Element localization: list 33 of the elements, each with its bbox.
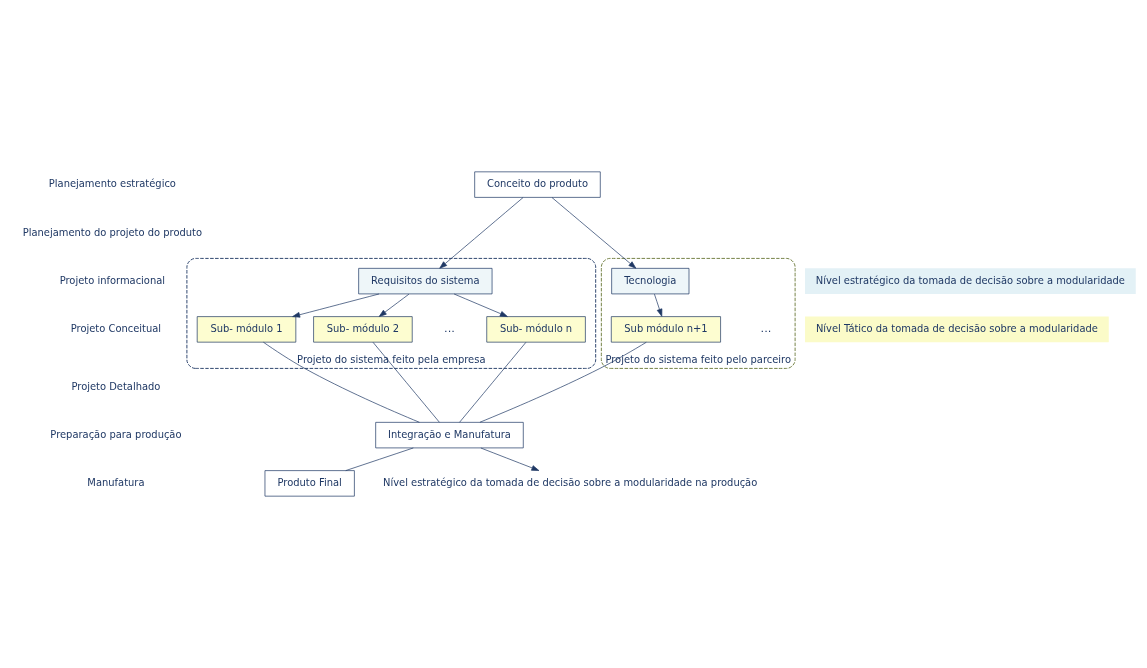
connector: [459, 341, 527, 423]
node-box: Conceito do produto: [474, 171, 601, 198]
label: Planejamento estratégico: [48, 178, 176, 190]
connector: [479, 341, 647, 423]
label: ...: [444, 321, 455, 336]
label: Preparação para produção: [50, 428, 182, 440]
node-box: Sub- módulo n: [486, 316, 586, 343]
node-box: Sub- módulo 2: [313, 316, 413, 343]
arrow: [292, 293, 380, 318]
label: Planejamento do projeto do produto: [22, 226, 203, 238]
node-box: Sub- módulo 1: [196, 316, 297, 343]
connector: [345, 447, 414, 471]
node-box: Integração e Manufatura: [375, 422, 524, 449]
arrow: [551, 197, 637, 269]
node-box: Sub módulo n+1: [610, 316, 721, 343]
label: Projeto Conceitual: [70, 323, 162, 335]
arrow: [439, 197, 524, 269]
label: Nível Tático da tomada de decisão sobre a modularidade: [815, 323, 1098, 335]
label: Projeto Detalhado: [71, 380, 161, 392]
label: Projeto informacional: [59, 274, 166, 286]
arrow: [480, 447, 540, 471]
node-box: Tecnologia: [611, 268, 690, 295]
label: Nível estratégico da tomada de decisão sobre a modularidade: [815, 274, 1125, 286]
connector: [372, 341, 440, 423]
arrow: [654, 293, 663, 317]
arrow: [378, 293, 410, 317]
label: ...: [760, 321, 772, 336]
node-box: Produto Final: [264, 470, 355, 497]
connector: [263, 341, 420, 423]
label: Manufatura: [87, 477, 145, 489]
arrow: [453, 293, 508, 317]
node-box: Requisitos do sistema: [358, 268, 493, 295]
node-text: Nível estratégico da tomada de decisão sobre a modularidade na produção: [382, 477, 758, 489]
